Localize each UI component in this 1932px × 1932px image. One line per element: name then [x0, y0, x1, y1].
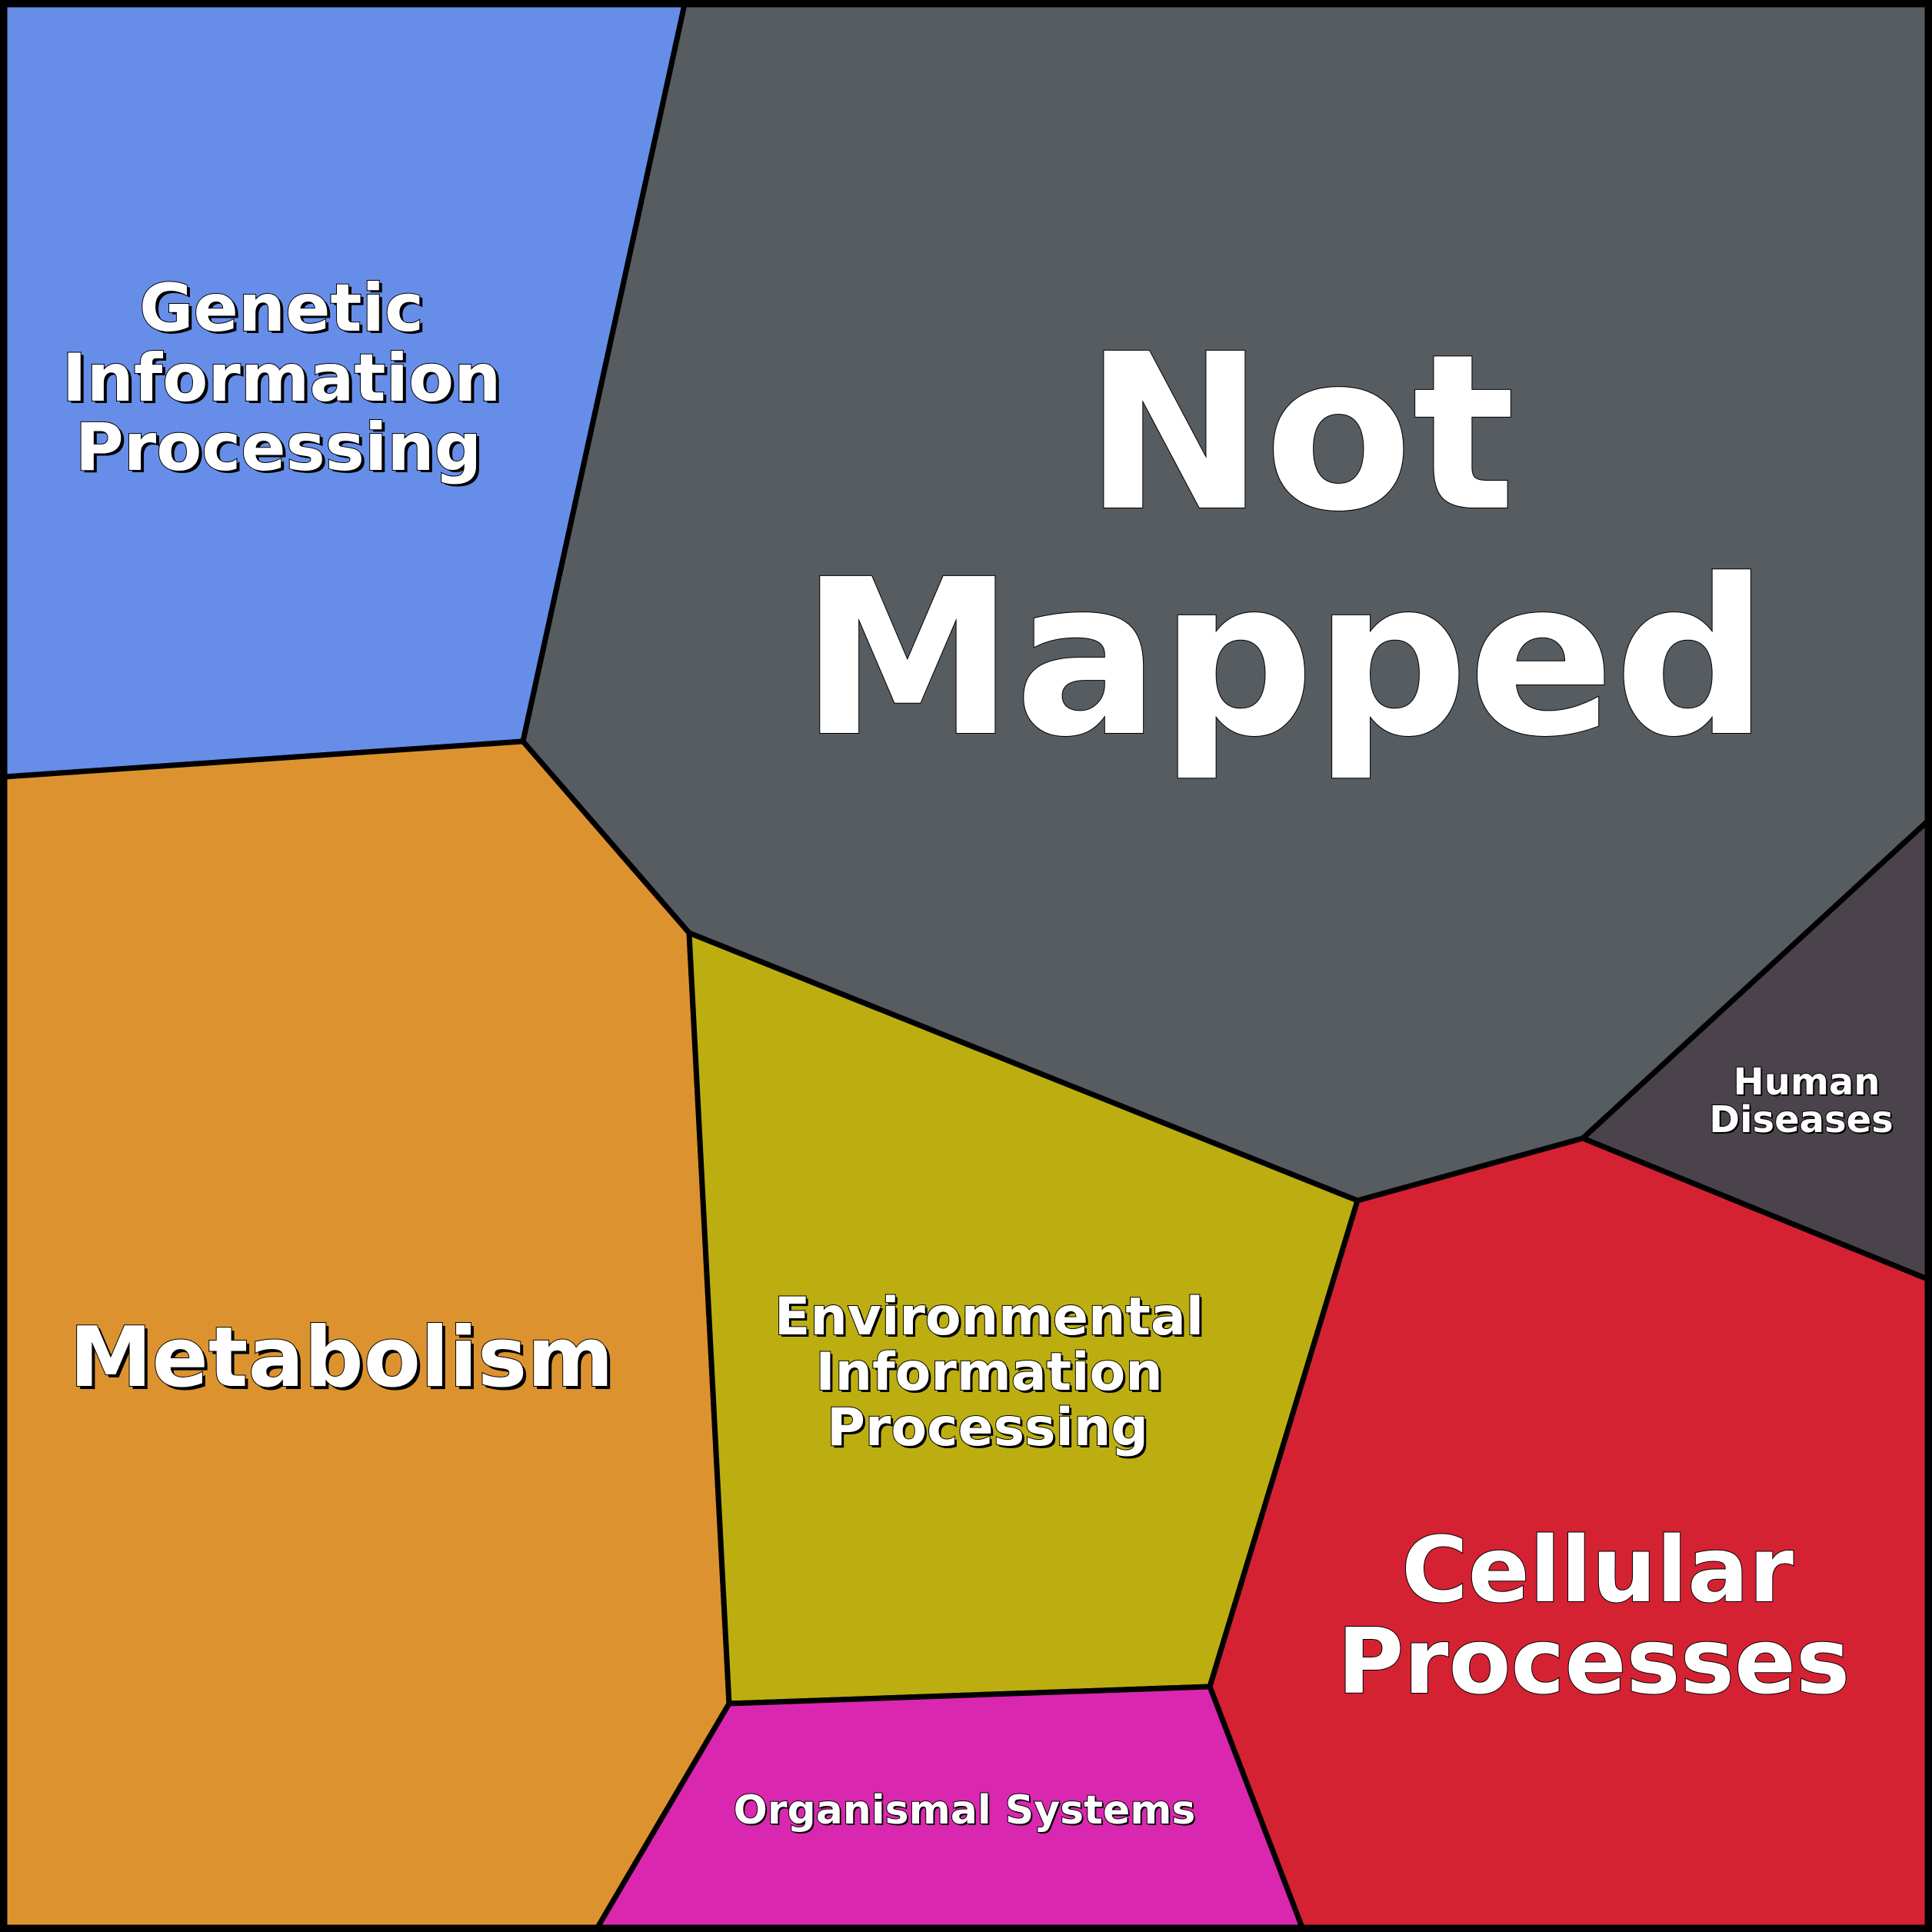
label-organismal-systems: Organismal Systems Organismal Systems — [733, 1787, 1198, 1835]
cellular-label-line-1: Cellular — [1401, 1517, 1794, 1623]
metabolism-label-shadow: Metabolism — [72, 1313, 617, 1409]
metabolism-label: Metabolism — [69, 1310, 614, 1406]
label-environmental-information-processing: Environmental Environmental Information … — [774, 1286, 1206, 1461]
genetic-label-line-2-shadow: Information — [65, 342, 505, 419]
genetic-label-line-1-shadow: Genetic — [142, 272, 427, 349]
organismal-label-shadow: Organismal Systems — [735, 1789, 1198, 1835]
environmental-label-line-3-shadow: Processing — [829, 1400, 1151, 1461]
label-not-mapped: Not Mapped — [800, 308, 1770, 785]
not-mapped-label-line-2: Mapped — [801, 534, 1769, 784]
label-human-diseases: Human Human Diseases Diseases — [1708, 1060, 1895, 1143]
environmental-label-line-1-shadow: Environmental — [777, 1289, 1206, 1350]
human-diseases-label-line-2-shadow: Diseases — [1710, 1100, 1895, 1143]
genetic-label-line-3-shadow: Processing — [78, 411, 485, 488]
genetic-label-line-1: Genetic — [139, 270, 424, 347]
label-cellular-processes: Cellular Processes — [1337, 1516, 1850, 1715]
not-mapped-label-line-1: Not — [1084, 308, 1516, 559]
human-diseases-label-line-1: Human — [1734, 1061, 1880, 1104]
label-genetic-information-processing: Genetic Genetic Information Information … — [62, 269, 505, 488]
organismal-label: Organismal Systems — [734, 1787, 1196, 1834]
environmental-label-line-2-shadow: Information — [818, 1344, 1164, 1405]
genetic-label-line-2: Information — [62, 340, 501, 417]
environmental-label-line-2: Information — [815, 1342, 1162, 1403]
cellular-label-line-2: Processes — [1337, 1608, 1850, 1714]
environmental-label-line-3: Processing — [827, 1397, 1148, 1458]
human-diseases-label-line-2: Diseases — [1709, 1098, 1894, 1141]
environmental-label-line-1: Environmental — [774, 1287, 1204, 1347]
genetic-label-line-3: Processing — [75, 409, 481, 486]
human-diseases-label-line-1-shadow: Human — [1735, 1062, 1882, 1105]
label-metabolism: Metabolism Metabolism — [68, 1309, 617, 1409]
